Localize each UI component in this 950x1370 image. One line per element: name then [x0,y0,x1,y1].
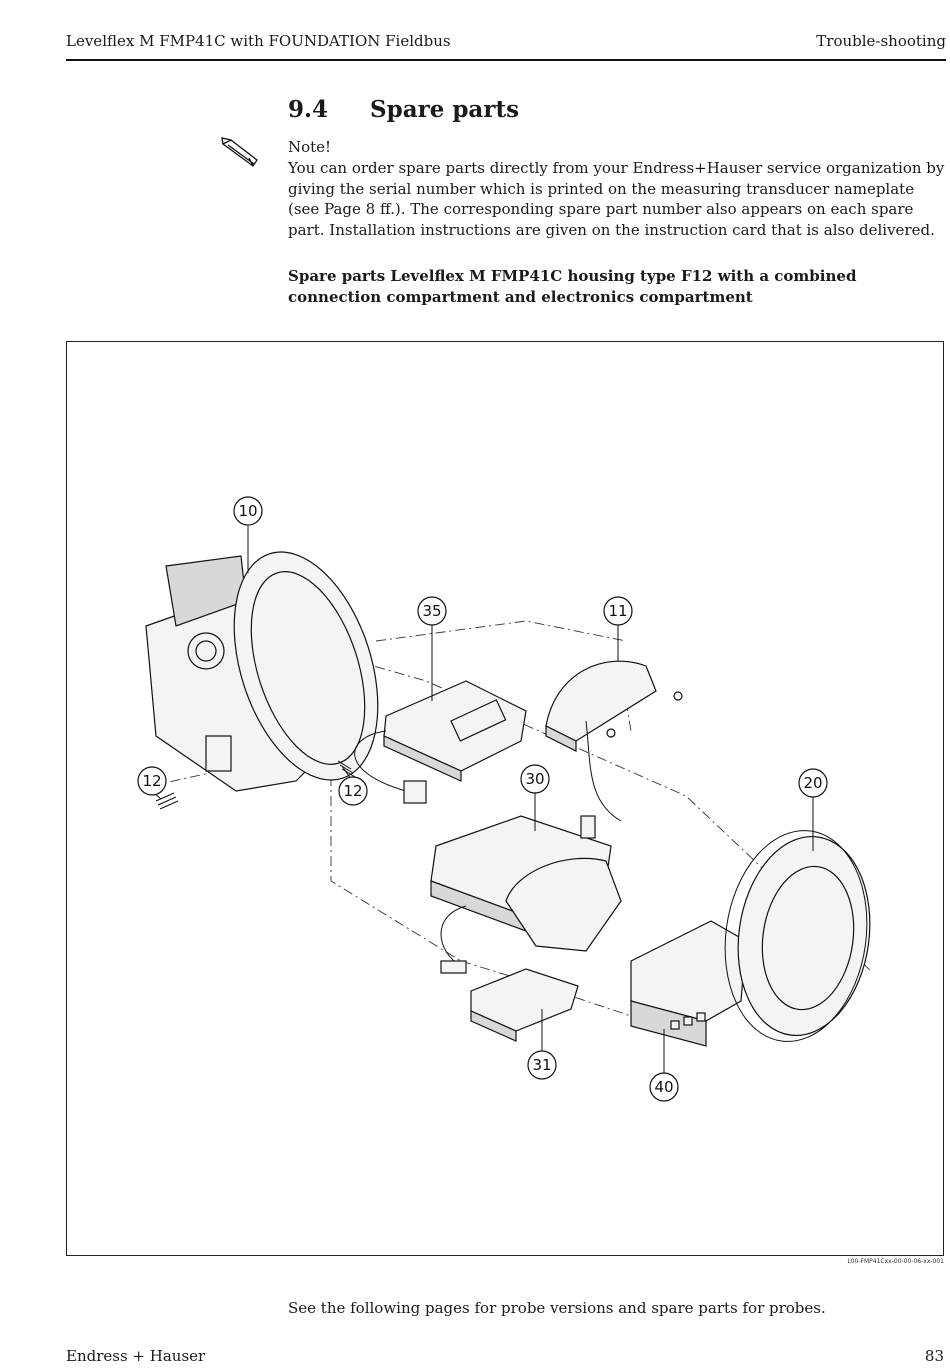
module-box-part [440,960,579,1042]
callout-10: 10 [233,496,263,526]
cover-part [545,660,683,752]
section-number: 9.4 [288,96,329,123]
electronics-part [430,720,622,967]
callout-30: 30 [520,764,550,794]
running-header-title: Levelflex M FMP41C with FOUNDATION Field… [66,32,451,50]
callout-11: 11 [603,596,633,626]
exploded-view-drawing: 10 35 11 12 12 30 20 31 40 [137,496,872,1102]
footer-company: Endress + Hauser [66,1347,206,1365]
svg-text:31: 31 [532,1056,551,1074]
callout-20: 20 [798,768,828,798]
svg-text:40: 40 [654,1078,673,1096]
svg-text:10: 10 [238,502,257,520]
housing-cover-part [724,830,871,1042]
display-module-part [630,920,747,1047]
terminal-module-part [354,680,527,804]
page-number: 83 [924,1347,944,1365]
svg-text:12: 12 [343,782,362,800]
svg-text:35: 35 [422,602,441,620]
callout-12-left: 12 [137,766,167,796]
pencil-note-icon [221,137,258,167]
section-title: Spare parts [370,96,520,123]
callout-35: 35 [417,596,447,626]
svg-text:12: 12 [142,772,161,790]
housing-part [145,551,379,792]
callout-12-right: 12 [338,776,368,806]
figure-frame [66,341,944,1256]
callout-31: 31 [527,1050,557,1080]
figure-heading: Spare parts Levelflex M FMP41C housing t… [288,267,857,306]
figure-code: L00-FMP41Cxx-00-00-06-xx-001 [847,1258,944,1265]
svg-text:11: 11 [608,602,627,620]
callout-40: 40 [649,1072,679,1102]
note-body: You can order spare parts directly from … [288,159,945,239]
svg-text:30: 30 [525,770,544,788]
header-rule [66,59,946,61]
note-label: Note! [288,138,332,156]
running-header-chapter: Trouble-shooting [816,32,946,50]
figure-footnote: See the following pages for probe versio… [288,1299,826,1317]
svg-text:20: 20 [803,774,822,792]
